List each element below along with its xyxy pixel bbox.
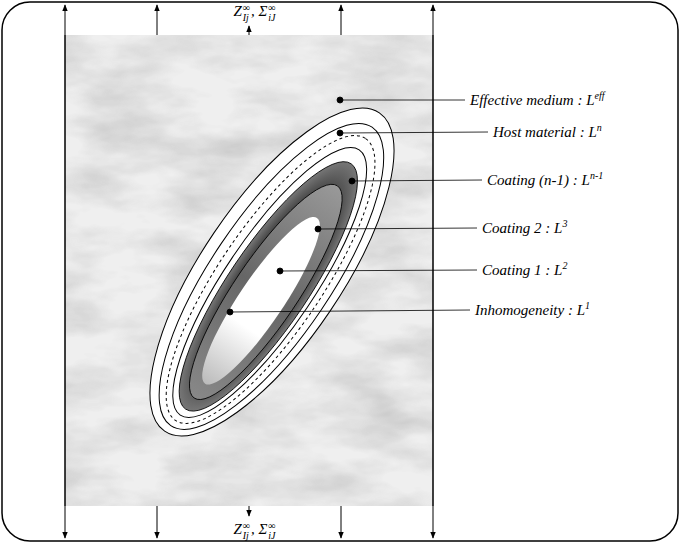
subscript: Ij bbox=[243, 13, 250, 23]
superscript: 3 bbox=[562, 218, 567, 229]
index-stack: ∞Ij bbox=[243, 3, 250, 23]
label-text: Coating (n-1) : L bbox=[487, 172, 590, 188]
superscript: ∞ bbox=[268, 3, 275, 13]
leader-dot bbox=[227, 309, 233, 315]
label-text: Host material : L bbox=[493, 124, 597, 140]
label-text: Z bbox=[233, 521, 241, 537]
label-text: Inhomogeneity : L bbox=[475, 302, 585, 318]
part-label: Coating 1 : L2 bbox=[482, 260, 567, 280]
superscript: ∞ bbox=[243, 3, 250, 13]
label-text: , Σ bbox=[251, 3, 267, 19]
leader-line bbox=[318, 228, 477, 229]
index-stack: ∞iJ bbox=[268, 521, 275, 541]
part-label: Coating (n-1) : Ln-1 bbox=[487, 170, 603, 190]
index-stack: ∞iJ bbox=[268, 3, 275, 23]
leader-line bbox=[340, 100, 465, 101]
coated-inhomogeneity bbox=[107, 74, 438, 471]
leader-dot bbox=[349, 178, 355, 184]
subscript: iJ bbox=[268, 531, 275, 541]
superscript: 2 bbox=[562, 260, 567, 271]
label-text: Coating 2 : L bbox=[482, 220, 562, 236]
subscript: iJ bbox=[268, 13, 275, 23]
subscript: Ij bbox=[243, 531, 250, 541]
label-text: Coating 1 : L bbox=[482, 262, 562, 278]
leader-dot bbox=[277, 268, 283, 274]
leader-dot bbox=[337, 97, 343, 103]
superscript: ∞ bbox=[268, 521, 275, 531]
superscript: n bbox=[597, 122, 602, 133]
leader-dot bbox=[337, 130, 343, 136]
superscript: 1 bbox=[585, 300, 590, 311]
leader-line bbox=[340, 132, 488, 133]
leader-line bbox=[280, 270, 477, 271]
part-label: Inhomogeneity : L1 bbox=[475, 300, 590, 320]
superscript: n-1 bbox=[590, 170, 603, 181]
label-text: Z bbox=[233, 3, 241, 19]
superscript: ∞ bbox=[243, 521, 250, 531]
part-label: Effective medium : Leff bbox=[470, 90, 605, 110]
load-label: Z∞Ij, Σ∞iJ bbox=[233, 519, 276, 541]
load-label: Z∞Ij, Σ∞iJ bbox=[233, 1, 276, 23]
label-text: , Σ bbox=[251, 521, 267, 537]
index-stack: ∞Ij bbox=[243, 521, 250, 541]
leader-dot bbox=[315, 226, 321, 232]
load-arrows bbox=[65, 5, 433, 538]
leader-line bbox=[352, 180, 482, 181]
leader-line bbox=[230, 310, 470, 312]
leader-lines bbox=[227, 97, 488, 315]
part-label: Host material : Ln bbox=[493, 122, 602, 142]
label-text: Effective medium : L bbox=[470, 92, 595, 108]
part-label: Coating 2 : L3 bbox=[482, 218, 567, 238]
superscript: eff bbox=[595, 90, 605, 101]
